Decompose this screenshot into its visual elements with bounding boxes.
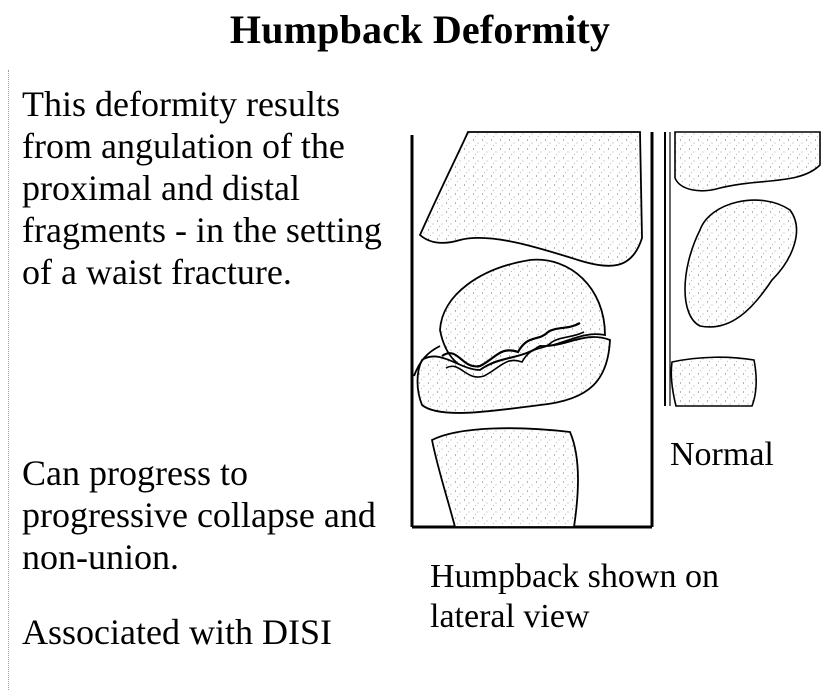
normal-scaphoid-bone [684, 199, 798, 328]
fracture-line [441, 322, 581, 368]
slide-title: Humpback Deformity [229, 7, 611, 52]
distal-scaphoid-fragment [416, 336, 611, 414]
margin-rule [8, 70, 9, 690]
lateral-view-illustration [410, 131, 821, 529]
normal-panel [664, 131, 821, 407]
normal-capitate-bone [670, 356, 757, 407]
normal-radius-bone [674, 131, 821, 192]
radius-bone [418, 131, 643, 267]
humpback-caption: Humpback shown on lateral view [430, 558, 719, 635]
association-paragraph: Associated with DISI [22, 612, 332, 652]
description-paragraph: This deformity results from angulation o… [22, 84, 382, 292]
normal-label: Normal [670, 436, 774, 473]
humpback-panel [410, 131, 654, 529]
capitate-bone [430, 427, 579, 528]
progression-paragraph: Can progress to progressive collapse and… [22, 453, 376, 577]
